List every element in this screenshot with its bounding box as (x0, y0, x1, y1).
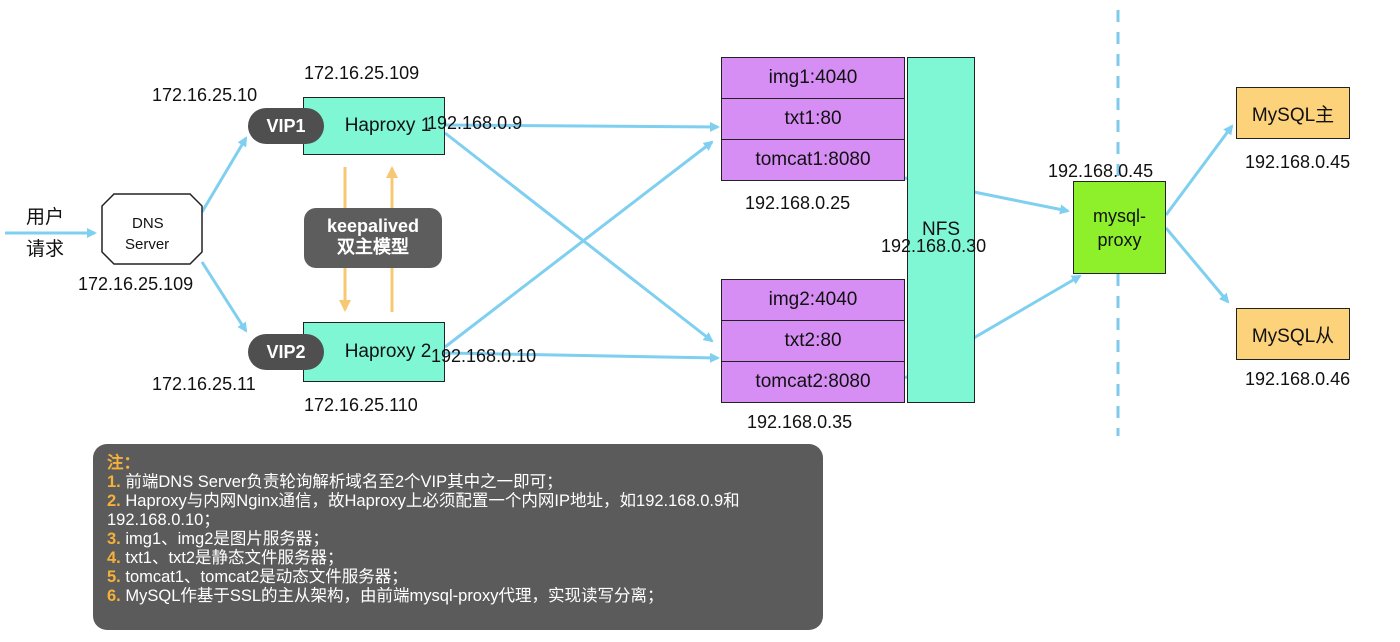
note-item-2: 2. Haproxy与内网Nginx通信，故Haproxy上必须配置一个内网IP… (107, 492, 797, 530)
server1-ip: 192.168.0.25 (745, 193, 851, 213)
mysql-proxy-label-line1: mysql- (1093, 205, 1146, 226)
mysql-slave-node: MySQL从 (1236, 308, 1350, 360)
note-item-3: 3. img1、img2是图片服务器； (107, 530, 809, 549)
mysql-proxy-ip: 192.168.0.45 (1048, 161, 1154, 181)
dns-label-line1: DNS (132, 215, 164, 232)
mysql-master-node: MySQL主 (1236, 87, 1350, 139)
note-item-6: 6. MySQL作基于SSL的主从架构，由前端mysql-proxy代理，实现读… (107, 587, 809, 606)
arrow-mysql-proxy-to-slave (1164, 227, 1230, 304)
note-item-5-text: tomcat1、tomcat2是动态文件服务器； (125, 568, 408, 586)
haproxy1-label: Haproxy 1 (344, 115, 432, 136)
keepalived-label: keepalived (326, 216, 420, 236)
mysql-slave-ip: 192.168.0.46 (1245, 369, 1351, 389)
note-item-5-num: 5. (107, 568, 121, 586)
note-item-1-num: 1. (107, 473, 121, 491)
note-item-4-text: txt1、txt2是静态文件服务器； (125, 549, 344, 567)
arrow-dns-to-vip1 (200, 136, 248, 213)
vip1-badge: VIP1 (248, 108, 324, 144)
haproxy2-node: Haproxy 2 (303, 322, 445, 382)
server2-tomcat-row: tomcat2:8080 (721, 361, 905, 403)
server2-txt-row: txt2:80 (721, 320, 905, 362)
haproxy1-node: Haproxy 1 (303, 97, 445, 155)
server2-img-row: img2:4040 (721, 279, 905, 321)
nfs-node: NFS (907, 57, 975, 403)
server1-tomcat-row: tomcat1:8080 (721, 139, 905, 181)
server2-ip: 192.168.0.35 (747, 412, 853, 432)
haproxy2-label: Haproxy 2 (344, 341, 432, 362)
arrow-haproxy2-to-server2 (444, 351, 720, 363)
keepalived-badge: keepalived 双主模型 (304, 208, 442, 268)
note-item-3-text: img1、img2是图片服务器； (125, 530, 329, 548)
mysql-master-ip: 192.168.0.45 (1245, 152, 1351, 172)
note-item-6-text: MySQL作基于SSL的主从架构，由前端mysql-proxy代理，实现读写分离… (125, 587, 664, 605)
user-request-label-line2: 请求 (26, 239, 65, 260)
note-item-5: 5. tomcat1、tomcat2是动态文件服务器； (107, 568, 809, 587)
note-item-1: 1. 前端DNS Server负责轮询解析域名至2个VIP其中之一即可； (107, 473, 809, 492)
arrow-mysql-proxy-to-master (1164, 124, 1234, 216)
haproxy1-private-ip: 192.168.0.9 (427, 113, 523, 133)
note-item-6-num: 6. (107, 587, 121, 605)
note-item-1-text: 前端DNS Server负责轮询解析域名至2个VIP其中之一即可； (125, 473, 563, 491)
vip2-ip: 172.16.25.11 (152, 374, 256, 394)
server1-txt-row: txt1:80 (721, 98, 905, 140)
dns-server-node (101, 193, 203, 265)
notes-title: 注： (107, 454, 140, 472)
note-item-4: 4. txt1、txt2是静态文件服务器； (107, 549, 809, 568)
note-item-2-num: 2. (107, 492, 121, 510)
nfs-ip: 192.168.0.30 (881, 236, 987, 256)
notes-panel: 注： 1. 前端DNS Server负责轮询解析域名至2个VIP其中之一即可； … (93, 444, 823, 630)
note-item-2-text: Haproxy与内网Nginx通信，故Haproxy上必须配置一个内网IP地址，… (107, 492, 740, 529)
note-item-3-num: 3. (107, 530, 121, 548)
dns-label-line2: Server (125, 236, 170, 253)
arrow-haproxy2-to-server1 (444, 140, 714, 349)
haproxy1-public-ip: 172.16.25.109 (304, 63, 420, 83)
arrow-dns-to-vip2 (200, 261, 248, 333)
mysql-proxy-label-line2: proxy (1097, 229, 1142, 250)
nfs-label: NFS (922, 219, 960, 240)
keepalived-mode: 双主模型 (337, 237, 409, 257)
vip1-ip: 172.16.25.10 (152, 85, 258, 105)
haproxy2-public-ip: 172.16.25.110 (304, 395, 418, 415)
arrow-haproxy1-to-server1 (444, 121, 720, 132)
mysql-proxy-node: mysql- proxy (1073, 181, 1166, 274)
dns-ip: 172.16.25.109 (78, 274, 194, 294)
arrow-haproxy1-to-server2 (444, 131, 714, 343)
user-request-label-line1: 用户 (26, 207, 65, 228)
haproxy2-private-ip: 192.168.0.10 (431, 346, 537, 366)
note-item-4-num: 4. (107, 549, 121, 567)
vip2-badge: VIP2 (248, 334, 324, 370)
server1-img-row: img1:4040 (721, 57, 905, 99)
